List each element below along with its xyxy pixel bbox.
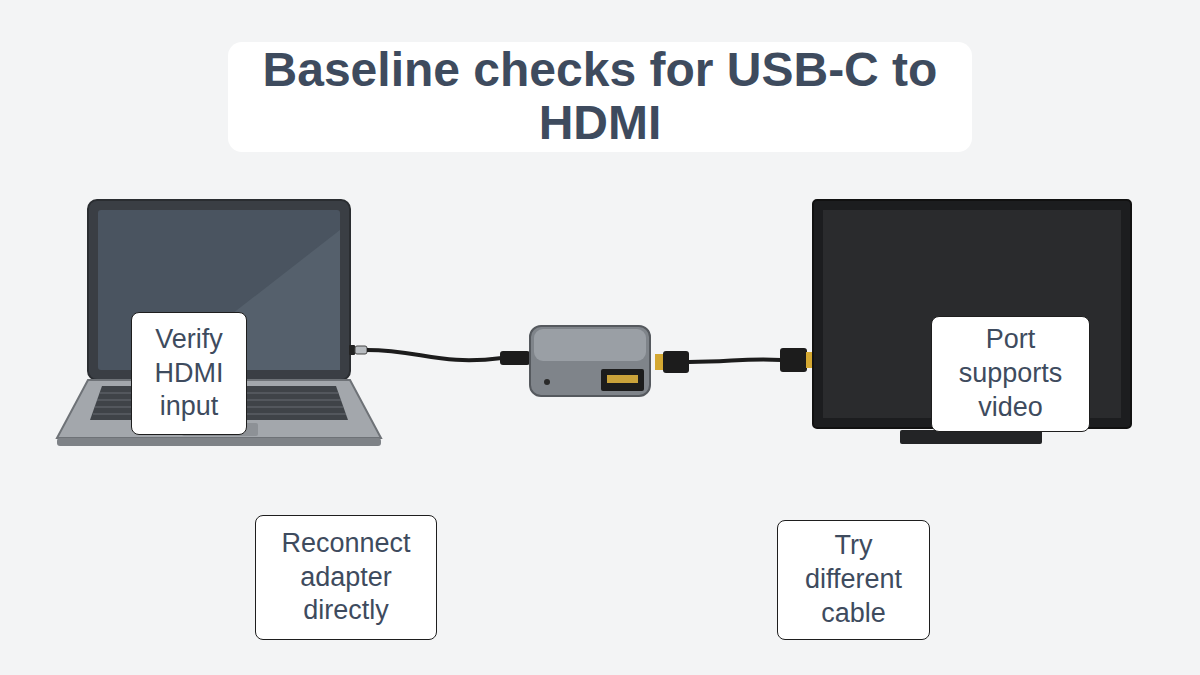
usb-c-plug [355,346,367,354]
usb-c-port [349,345,355,355]
callout-box: Verify HDMI input [131,312,247,435]
callout-text: Try different cable [786,529,921,630]
callout-text: Verify HDMI input [140,323,238,424]
usb-c-cable [367,350,502,360]
laptop-front-edge [57,438,381,446]
hdmi-port [601,369,644,391]
adapter-top [534,329,646,361]
usb-c-plug [500,351,530,365]
title-box: Baseline checks for USB-C to HDMI [228,42,972,152]
hdmi-port-pins [607,375,638,383]
callout-text: Port supports video [940,323,1081,424]
hdmi-plug [780,348,807,372]
hdmi-plug [663,351,689,373]
diagram-title: Baseline checks for USB-C to HDMI [250,44,950,150]
callout-box: Port supports video [931,316,1090,432]
callout-text: Reconnect adapter directly [264,527,428,628]
hdmi-adapter [530,326,650,396]
monitor-stand [900,430,1042,444]
adapter-led [544,379,550,385]
hdmi-plug-tip [655,354,664,370]
callout-box: Reconnect adapter directly [255,515,437,640]
callout-box: Try different cable [777,520,930,640]
hdmi-cable [689,359,781,362]
